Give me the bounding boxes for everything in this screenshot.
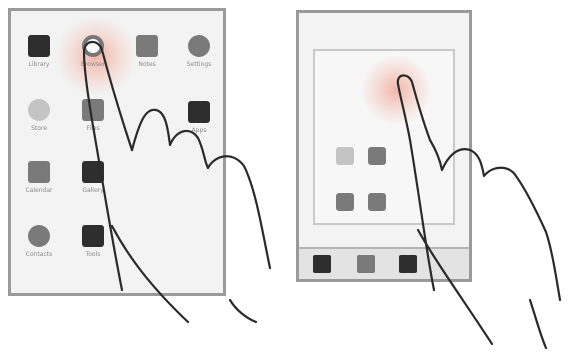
left-hand-wrist: [230, 300, 256, 322]
right-hand-palm-edge: [418, 230, 492, 344]
left-hand-index-finger: [84, 42, 132, 290]
left-hand-back-fingers: [132, 110, 270, 268]
right-hand-index-finger: [398, 75, 434, 290]
right-hand-wrist: [530, 300, 546, 348]
left-hand-palm-edge: [112, 226, 188, 322]
right-hand-back-fingers: [430, 140, 560, 300]
